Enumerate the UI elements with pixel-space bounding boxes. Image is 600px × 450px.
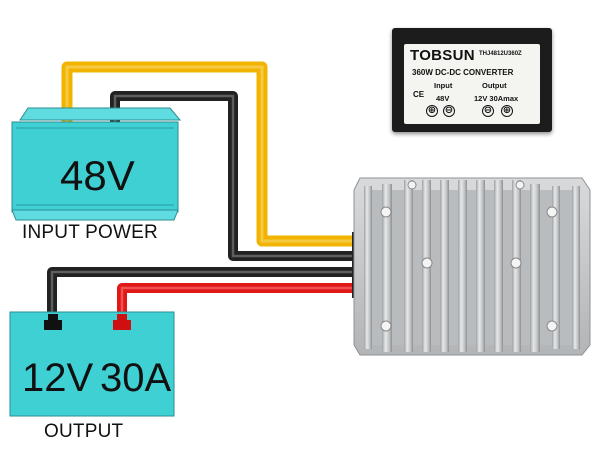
brand-name: TOBSUN xyxy=(410,47,475,64)
input-negative-terminal-icon: ⊖ xyxy=(443,105,455,117)
output-battery xyxy=(9,311,175,417)
output-current-label: 30A xyxy=(100,356,172,400)
output-negative-terminal-icon: ⊖ xyxy=(482,105,494,117)
wire-input-negative xyxy=(110,91,357,261)
output-negative-terminal xyxy=(44,314,62,330)
output-header: Output xyxy=(482,81,507,90)
input-header: Input xyxy=(434,81,453,90)
ce-mark: CE xyxy=(413,90,425,99)
input-rating: 48V xyxy=(436,94,450,103)
input-power-caption: INPUT POWER xyxy=(22,222,158,243)
converter-label-plate: TOBSUN THJ4812U360Z 360W DC-DC CONVERTER… xyxy=(392,28,552,132)
label-plate-panel: TOBSUN THJ4812U360Z 360W DC-DC CONVERTER… xyxy=(404,44,540,124)
output-voltage-label: 12V xyxy=(22,356,94,400)
input-power-battery xyxy=(11,107,182,221)
input-positive-terminal-icon: ⊕ xyxy=(426,105,438,117)
input-voltage-label: 48V xyxy=(60,152,135,199)
wire-input-positive xyxy=(61,61,357,247)
wire-output-positive xyxy=(117,283,357,312)
product-description: 360W DC-DC CONVERTER xyxy=(412,68,514,77)
model-number: THJ4812U360Z xyxy=(479,51,522,57)
wire-output-negative xyxy=(47,267,357,320)
output-caption: OUTPUT xyxy=(44,421,124,442)
output-positive-terminal-icon: ⊕ xyxy=(501,105,513,117)
dc-dc-converter xyxy=(352,177,591,356)
output-rating: 12V 30Amax xyxy=(474,94,519,103)
output-positive-terminal xyxy=(113,314,131,330)
